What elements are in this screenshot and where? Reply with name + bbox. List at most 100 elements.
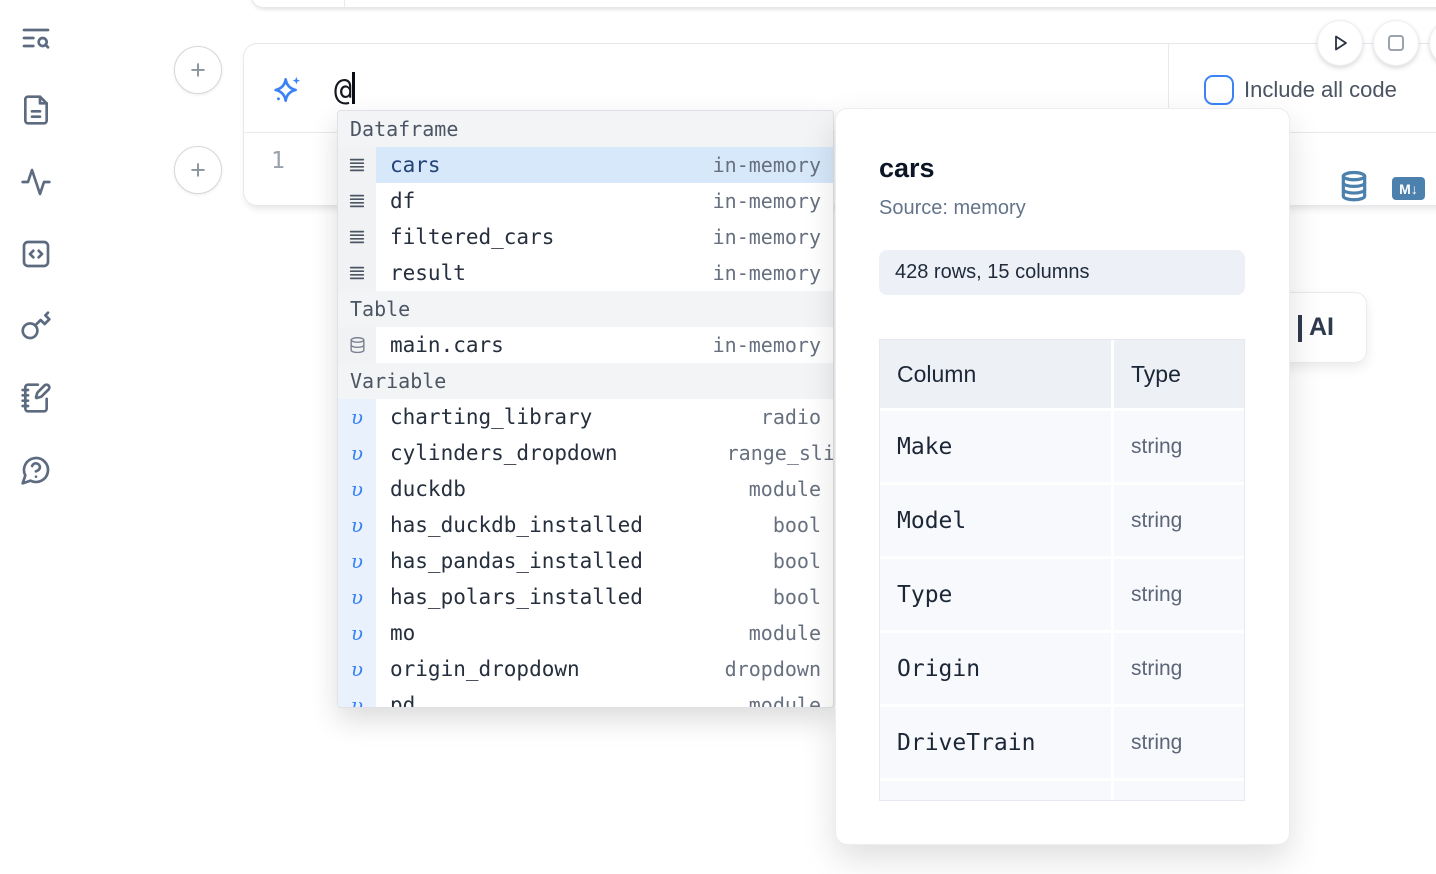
variable-icon: υ — [338, 651, 376, 687]
completion-type: in-memory — [712, 225, 821, 249]
help-chat-icon[interactable] — [20, 454, 52, 486]
ai-prompt-input[interactable]: @ — [334, 73, 353, 108]
dataframe-preview-panel: cars Source: memory 428 rows, 15 columns… — [835, 108, 1290, 845]
completion-name: cars — [390, 153, 441, 177]
stop-button[interactable] — [1373, 20, 1419, 66]
completion-type: module — [748, 477, 821, 501]
database-icon[interactable] — [1338, 170, 1370, 202]
key-icon[interactable] — [20, 310, 52, 342]
variable-icon: υ — [338, 615, 376, 651]
completion-item[interactable]: cars in-memory — [338, 147, 833, 183]
schema-type-cell: string — [1114, 707, 1244, 778]
completion-item[interactable]: υ charting_library radio — [338, 399, 833, 435]
rows-icon — [338, 255, 376, 291]
shape-badge: 428 rows, 15 columns — [879, 250, 1245, 295]
run-cell-button[interactable] — [1317, 20, 1363, 66]
play-icon — [1335, 35, 1347, 51]
cell-gutter-divider — [344, 0, 345, 7]
schema-header-cell: Column — [880, 340, 1111, 408]
autocomplete-dropdown: Dataframe cars in-memory df in-memory filt… — [337, 110, 834, 708]
completion-item[interactable]: υ origin_dropdown dropdown — [338, 651, 833, 687]
completion-name: main.cars — [390, 333, 504, 357]
add-cell-button-top[interactable]: + — [174, 46, 222, 94]
rows-icon — [338, 219, 376, 255]
sidebar — [20, 22, 54, 486]
section-header: Dataframe — [338, 111, 833, 147]
schema-type-cell: string — [1114, 411, 1244, 482]
previous-cell-edge — [250, 0, 1436, 8]
prompt-divider — [1168, 44, 1169, 132]
completion-type: in-memory — [712, 261, 821, 285]
sparkles-icon — [271, 74, 303, 106]
text-cursor — [352, 72, 355, 104]
section-header: Variable — [338, 363, 833, 399]
activity-icon[interactable] — [20, 166, 52, 198]
schema-column-cell: Type — [880, 559, 1111, 630]
completion-name: pd — [390, 693, 416, 708]
code-square-icon[interactable] — [20, 238, 52, 270]
schema-type-cell: string — [1114, 559, 1244, 630]
completion-type: radio — [760, 405, 821, 429]
file-text-icon[interactable] — [20, 94, 52, 126]
variable-icon: υ — [338, 543, 376, 579]
schema-type-cell — [1114, 781, 1244, 800]
completion-name: filtered_cars — [390, 225, 555, 249]
completion-type: range_sli — [726, 441, 834, 465]
completion-type: in-memory — [712, 153, 821, 177]
completion-name: df — [390, 189, 416, 213]
completion-name: mo — [390, 621, 416, 645]
completion-type: module — [748, 621, 821, 645]
variable-icon: υ — [338, 399, 376, 435]
code-editor-row[interactable]: 1 M↓ — [244, 133, 1436, 205]
schema-type-cell: string — [1114, 633, 1244, 704]
completion-type: module — [748, 693, 821, 708]
toc-search-icon[interactable] — [20, 22, 52, 54]
completion-name: has_polars_installed — [390, 585, 643, 609]
completion-name: charting_library — [390, 405, 593, 429]
completion-type: in-memory — [712, 333, 821, 357]
database-icon — [338, 327, 376, 363]
include-all-code-checkbox[interactable] — [1204, 75, 1234, 105]
ai-button-label: AI — [1309, 313, 1334, 341]
completion-item[interactable]: υ has_duckdb_installed bool — [338, 507, 833, 543]
completion-type: bool — [772, 513, 821, 537]
notebook-pen-icon[interactable] — [20, 382, 52, 414]
variable-icon: υ — [338, 687, 376, 707]
schema-column-cell: Make — [880, 411, 1111, 482]
completion-type: dropdown — [724, 657, 821, 681]
completion-name: duckdb — [390, 477, 466, 501]
rows-icon — [338, 147, 376, 183]
panel-source: Source: memory — [879, 197, 1026, 219]
variable-icon: υ — [338, 471, 376, 507]
stop-icon — [1388, 35, 1404, 51]
schema-column-cell: Model — [880, 485, 1111, 556]
schema-column-cell: Origin — [880, 633, 1111, 704]
completion-name: has_duckdb_installed — [390, 513, 643, 537]
line-number: 1 — [271, 148, 285, 174]
completion-item[interactable]: result in-memory — [338, 255, 833, 291]
completion-type: in-memory — [712, 189, 821, 213]
markdown-icon[interactable]: M↓ — [1392, 177, 1425, 200]
completion-item[interactable]: main.cars in-memory — [338, 327, 833, 363]
add-cell-button-bottom[interactable]: + — [174, 146, 222, 194]
completion-item[interactable]: filtered_cars in-memory — [338, 219, 833, 255]
completion-name: result — [390, 261, 466, 285]
section-header: Table — [338, 291, 833, 327]
schema-column-cell — [880, 781, 1111, 800]
completion-item[interactable]: df in-memory — [338, 183, 833, 219]
variable-icon: υ — [338, 507, 376, 543]
completion-name: origin_dropdown — [390, 657, 580, 681]
include-all-code-label: Include all code — [1244, 77, 1397, 102]
completion-name: cylinders_dropdown — [390, 441, 618, 465]
completion-name: has_pandas_installed — [390, 549, 643, 573]
schema-header-cell: Type — [1114, 340, 1244, 408]
